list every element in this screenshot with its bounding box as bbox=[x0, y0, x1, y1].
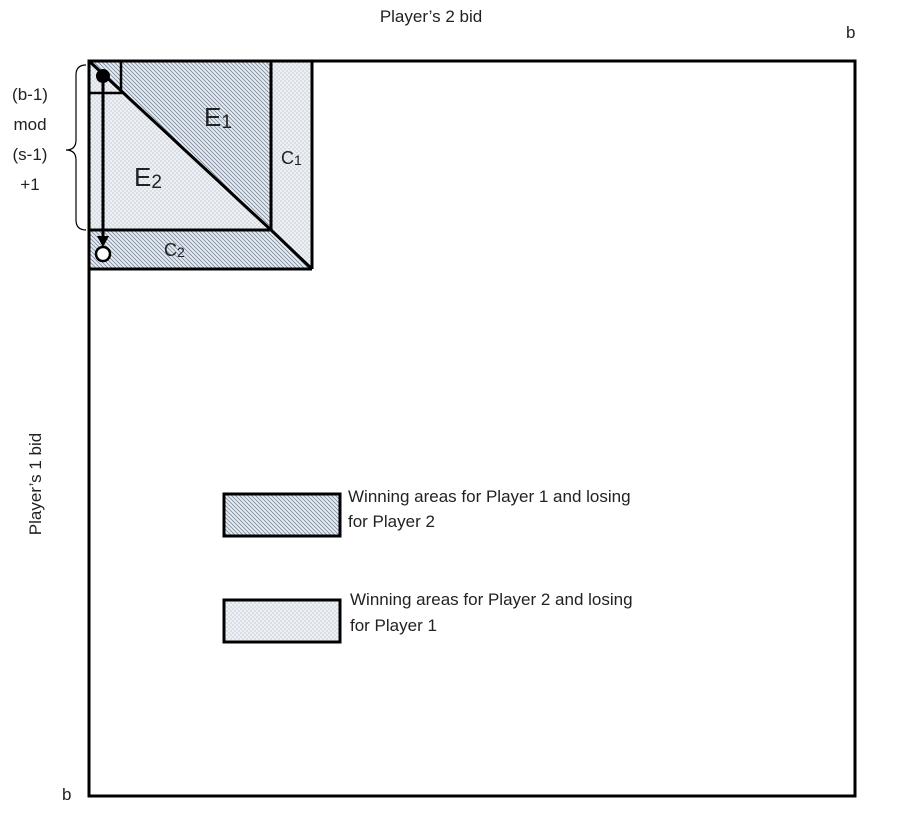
brace-label-line2: mod bbox=[13, 115, 46, 134]
arrow-head bbox=[97, 236, 109, 247]
c-corner-diagonal bbox=[269, 228, 314, 271]
legend-swatch-player2 bbox=[222, 598, 342, 644]
e-region-diagonal bbox=[87, 59, 273, 232]
bottom-left-b-label: b bbox=[62, 785, 71, 804]
player2-axis-label: Player’s 2 bid bbox=[380, 7, 482, 26]
region-label-c1: C1 bbox=[281, 148, 302, 168]
left-brace bbox=[65, 64, 87, 231]
corner-cell bbox=[87, 59, 123, 95]
region-label-e1: E1 bbox=[204, 102, 232, 133]
region-label-e2: E2 bbox=[134, 162, 162, 193]
region-c2 bbox=[89, 230, 312, 269]
brace-label-line4: +1 bbox=[20, 175, 39, 194]
end-circle bbox=[94, 245, 112, 263]
legend-text-player2-line2: for Player 1 bbox=[350, 616, 437, 635]
bid-space-square bbox=[87, 59, 857, 798]
legend-text-player2-line1: Winning areas for Player 2 and losing bbox=[350, 590, 633, 609]
region-c1 bbox=[271, 61, 312, 269]
start-dot bbox=[96, 69, 110, 83]
brace-label-line3: (s-1) bbox=[13, 145, 48, 164]
player1-axis-label: Player’s 1 bid bbox=[26, 433, 45, 535]
brace-label-line1: (b-1) bbox=[12, 85, 48, 104]
region-label-c2: C2 bbox=[164, 240, 185, 260]
top-right-b-label: b bbox=[846, 23, 855, 42]
legend-text-player1-line1: Winning areas for Player 1 and losing bbox=[348, 487, 631, 506]
legend-swatch-player1 bbox=[222, 492, 342, 538]
legend-text-player1-line2: for Player 2 bbox=[348, 512, 435, 531]
